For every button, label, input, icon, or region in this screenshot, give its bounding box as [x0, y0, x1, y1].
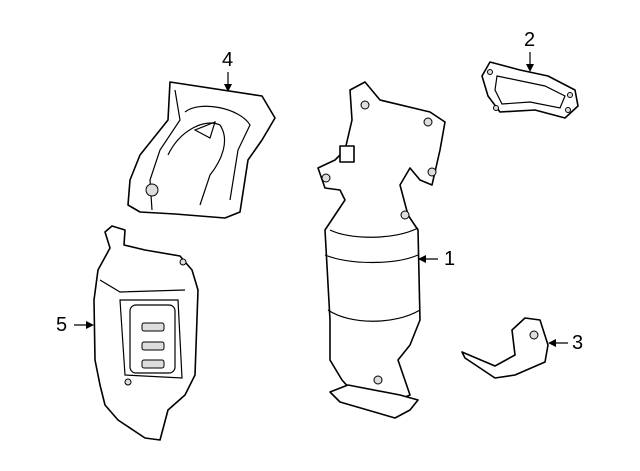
part-4-upper-heat-shield[interactable] [127, 81, 276, 219]
callout-2: 2 [524, 29, 536, 51]
callout-5: 5 [56, 314, 68, 336]
part-3-bracket[interactable] [461, 317, 549, 379]
callout-1: 1 [444, 248, 456, 270]
part-1-catalytic-converter[interactable] [317, 81, 446, 419]
callout-4: 4 [222, 49, 234, 71]
part-2-gasket[interactable] [481, 61, 579, 119]
part-5-lower-heat-shield[interactable] [93, 225, 199, 441]
leader-lines [74, 52, 568, 347]
callout-3: 3 [572, 332, 584, 354]
